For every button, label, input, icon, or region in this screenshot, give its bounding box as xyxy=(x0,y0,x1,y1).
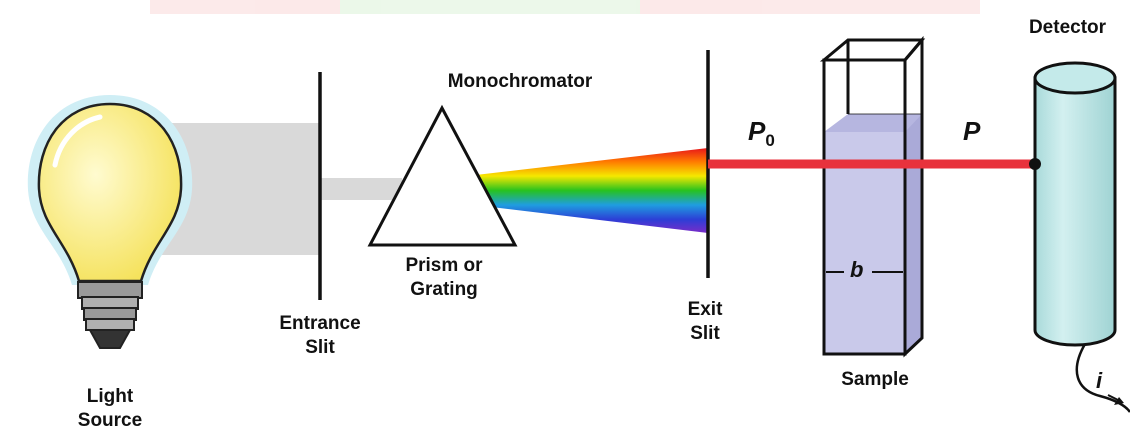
sample-label: Sample xyxy=(815,368,935,391)
light-bulb-icon xyxy=(28,95,192,348)
incident-power-symbol: P xyxy=(748,116,765,146)
entrance-slit-label-line2: Slit xyxy=(245,336,395,359)
current-label: i xyxy=(1096,368,1102,394)
monochromator-label: Monochromator xyxy=(380,70,660,93)
light-source-label-line2: Source xyxy=(55,409,165,432)
light-source-label-line1: Light xyxy=(55,385,165,408)
light-beam-narrow xyxy=(320,178,402,200)
path-length-label: b xyxy=(850,257,863,283)
prism-label-line1: Prism or xyxy=(370,254,518,277)
prism-label-line2: Grating xyxy=(370,278,518,301)
top-banner xyxy=(150,0,980,14)
entrance-slit-label-line1: Entrance xyxy=(245,312,395,335)
incident-power-label: P0 xyxy=(748,116,775,151)
detector-entry-dot xyxy=(1029,158,1041,170)
detector-icon xyxy=(1035,63,1130,412)
detector-label: Detector xyxy=(1005,16,1130,39)
cuvette-icon xyxy=(824,40,922,354)
exit-slit-label-line1: Exit xyxy=(660,298,750,321)
transmitted-power-label: P xyxy=(963,116,980,147)
incident-power-subscript: 0 xyxy=(765,131,774,150)
exit-slit-label-line2: Slit xyxy=(660,322,750,345)
